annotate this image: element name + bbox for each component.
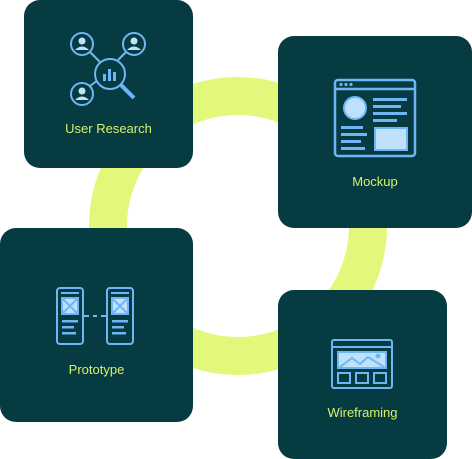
step-label: Mockup — [352, 174, 398, 189]
card-user-research: User Research — [24, 0, 193, 168]
step-label: Prototype — [68, 362, 125, 377]
mockup-icon — [333, 78, 417, 158]
card-prototype: Prototype — [0, 228, 193, 422]
wireframing-icon — [331, 339, 393, 389]
card-wireframing: Wireframing — [278, 290, 447, 459]
prototype-icon — [56, 287, 134, 345]
step-label: User Research — [65, 121, 152, 136]
step-label: Wireframing — [327, 405, 398, 420]
user-research-icon — [70, 32, 146, 106]
card-mockup: Mockup — [278, 36, 472, 228]
